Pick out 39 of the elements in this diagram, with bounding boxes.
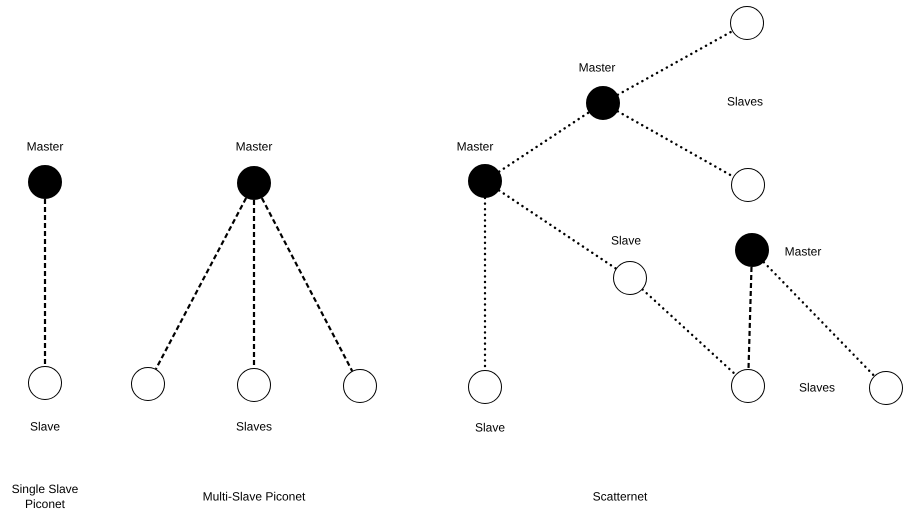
dashed-link xyxy=(252,200,256,368)
dotted-link xyxy=(616,30,734,96)
diagram-caption: Multi-Slave Piconet xyxy=(202,490,306,504)
slave-node xyxy=(131,367,165,401)
dotted-link xyxy=(498,111,590,173)
dotted-link xyxy=(641,288,737,376)
node-label: Master xyxy=(578,60,616,76)
slave-node xyxy=(731,369,765,403)
dotted-link xyxy=(762,261,876,377)
node-label: Master xyxy=(236,140,272,154)
master-node xyxy=(735,233,769,267)
node-label: Master xyxy=(784,244,822,260)
group-label: Slaves xyxy=(726,94,764,110)
slave-node xyxy=(730,6,764,40)
node-label: Master xyxy=(26,140,64,154)
dashed-link xyxy=(44,199,46,366)
dashed-link xyxy=(154,198,248,370)
master-node xyxy=(237,166,271,200)
dashed-link xyxy=(260,198,354,372)
dashed-link xyxy=(747,266,753,370)
diagram-caption: Single Slave Piconet xyxy=(10,482,80,512)
group-label: Slaves xyxy=(798,380,836,396)
master-node xyxy=(586,86,620,120)
dotted-link xyxy=(498,189,618,270)
slave-node xyxy=(613,261,647,295)
slave-node xyxy=(237,368,271,402)
slave-node xyxy=(28,366,62,400)
master-node xyxy=(468,164,502,198)
node-label: Slave xyxy=(610,234,642,248)
group-label: Slaves xyxy=(236,420,272,434)
slave-node xyxy=(731,168,765,202)
node-label: Slave xyxy=(474,420,506,436)
master-node xyxy=(28,165,62,199)
slave-node xyxy=(869,371,903,405)
node-label: Master xyxy=(456,140,494,154)
slave-node xyxy=(468,370,502,404)
node-label: Slave xyxy=(30,420,60,434)
diagram-caption: Scatternet xyxy=(592,490,648,504)
slave-node xyxy=(343,369,377,403)
